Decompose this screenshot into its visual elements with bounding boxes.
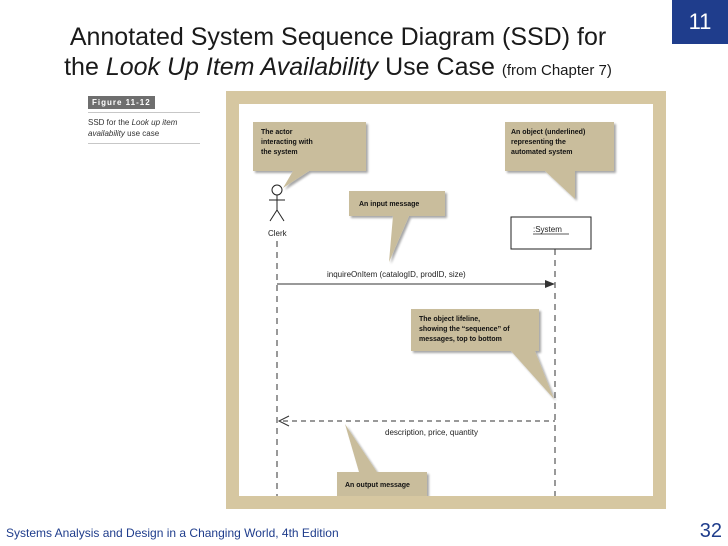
title-prefix: the	[64, 53, 106, 81]
actor-callout-line-2: interacting with	[261, 139, 313, 146]
figure-tag-rule	[88, 112, 200, 113]
actor-callout-line-1: The actor	[261, 129, 293, 136]
input-message-callout: An input message	[349, 191, 445, 262]
lifeline-callout-line-1: The object lifeline,	[419, 316, 480, 323]
input-message-label: inquireOnItem (catalogID, prodID, size)	[327, 270, 466, 279]
title-line-1: Annotated System Sequence Diagram (SSD) …	[69, 23, 607, 51]
system-object-label: :System	[533, 225, 562, 234]
footer-book-title: Systems Analysis and Design in a Changin…	[6, 526, 339, 540]
actor-label: Clerk	[268, 229, 288, 238]
figure-canvas: The actor interacting with the system An…	[239, 104, 653, 496]
system-object: :System	[510, 216, 592, 250]
lifeline-callout-line-3: messages, top to bottom	[419, 336, 502, 343]
input-message-arrow	[277, 280, 555, 288]
figure-caption: SSD for the Look up item availability us…	[88, 117, 200, 144]
title-chapter-note: (from Chapter 7)	[501, 62, 612, 79]
clerk-actor	[269, 184, 285, 222]
figure-caption-italic: Look up item availability	[88, 118, 178, 138]
title-use-case-name: Look Up Item Availability	[105, 53, 379, 81]
object-callout-line-3: automated system	[511, 149, 572, 156]
lifeline-callout: The object lifeline, showing the “sequen…	[411, 309, 554, 399]
output-message-callout: An output message	[337, 424, 427, 496]
output-message-arrow	[277, 415, 555, 427]
output-callout-text: An output message	[345, 482, 410, 489]
page-number: 32	[699, 520, 722, 542]
object-callout: An object (underlined) representing the …	[505, 122, 614, 199]
title-line-2: the Look Up Item Availability Use Case (…	[18, 52, 658, 86]
object-callout-line-1: An object (underlined)	[511, 129, 585, 136]
lifeline-callout-line-2: showing the “sequence” of	[419, 326, 510, 333]
figure-label: Figure 11-12 SSD for the Look up item av…	[88, 92, 200, 144]
chapter-badge: 11	[672, 0, 728, 44]
slide-title: Annotated System Sequence Diagram (SSD) …	[18, 22, 658, 86]
title-suffix: Use Case	[378, 53, 502, 81]
figure-tag: Figure 11-12	[88, 96, 155, 109]
figure-caption-prefix: SSD for the	[88, 118, 132, 127]
input-callout-text: An input message	[359, 201, 419, 208]
actor-callout-line-3: the system	[261, 149, 298, 156]
figure-frame: The actor interacting with the system An…	[226, 91, 666, 509]
sequence-diagram: The actor interacting with the system An…	[253, 122, 614, 496]
object-callout-line-2: representing the	[511, 139, 566, 146]
actor-callout: The actor interacting with the system	[253, 122, 366, 188]
figure-caption-suffix: use case	[124, 129, 160, 138]
output-message-label: description, price, quantity	[385, 428, 478, 437]
